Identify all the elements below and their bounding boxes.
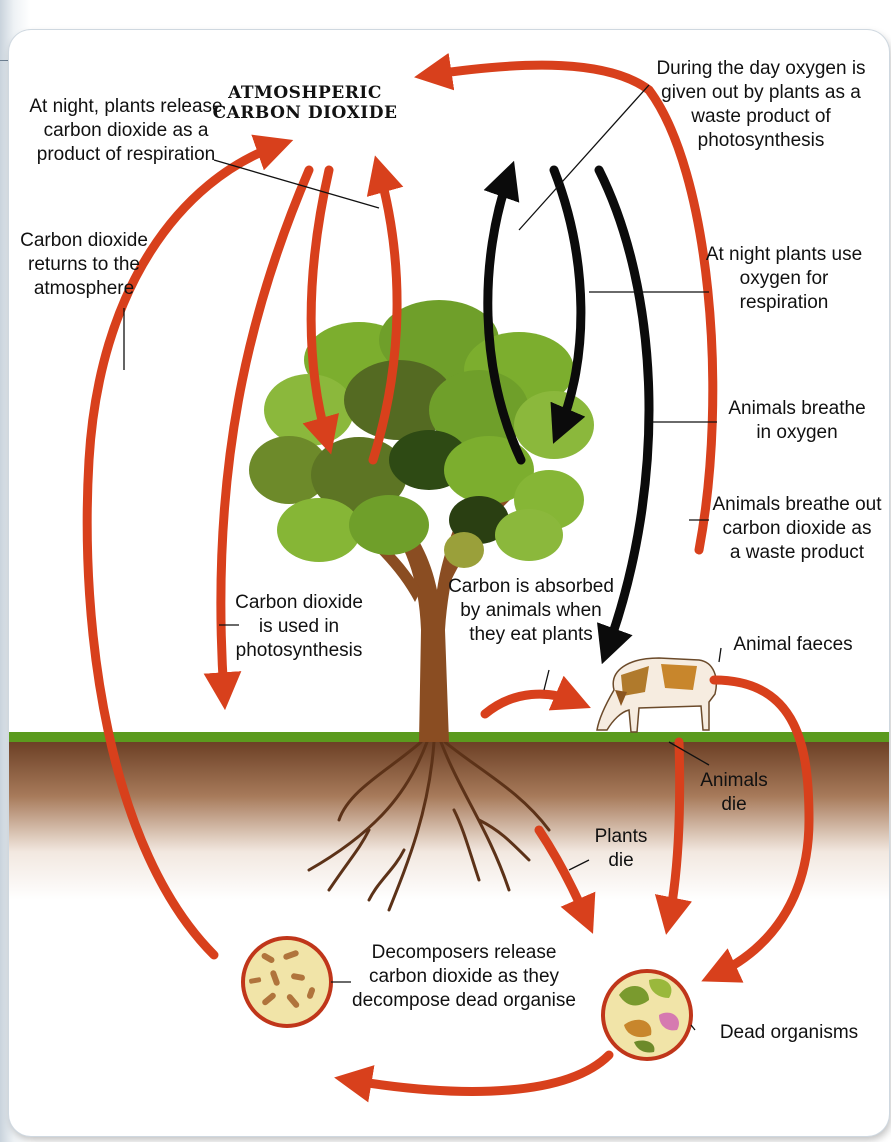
svg-text:Animals breathe: Animals breathe [728, 398, 865, 419]
cow-illustration [597, 658, 716, 732]
decomposers-circle [243, 938, 331, 1026]
svg-text:Carbon dioxide: Carbon dioxide [235, 592, 363, 613]
svg-text:a waste product: a waste product [730, 542, 865, 563]
tree-foliage [249, 300, 594, 568]
svg-text:given out by plants as a: given out by plants as a [661, 82, 861, 103]
label-night-release: At night, plants release carbon dioxide … [29, 96, 222, 165]
svg-text:At night plants use: At night plants use [706, 244, 862, 265]
svg-text:carbon dioxide as a: carbon dioxide as a [44, 120, 209, 141]
label-co2-used: Carbon dioxide is used in photosynthesis [235, 592, 363, 661]
svg-text:they eat plants: they eat plants [469, 624, 593, 645]
svg-text:Carbon is absorbed: Carbon is absorbed [448, 576, 614, 597]
label-breathe-out: Animals breathe out carbon dioxide as a … [713, 494, 883, 563]
svg-text:die: die [721, 794, 746, 815]
svg-text:At night, plants release: At night, plants release [29, 96, 222, 117]
title-line-1: ATMOSHPERIC [227, 83, 382, 103]
svg-text:Plants: Plants [595, 826, 648, 847]
label-animal-faeces: Animal faeces [733, 634, 852, 655]
svg-text:photosynthesis: photosynthesis [236, 640, 363, 661]
svg-text:carbon dioxide as: carbon dioxide as [723, 518, 872, 539]
label-co2-returns: Carbon dioxide returns to the atmosphere [20, 230, 148, 299]
svg-text:die: die [608, 850, 633, 871]
svg-text:oxygen for: oxygen for [740, 268, 829, 289]
arrow-carbon-to-animal [485, 694, 577, 714]
grass-line [9, 732, 889, 742]
svg-text:During the day oxygen is: During the day oxygen is [656, 58, 865, 79]
dead-organisms-circle [603, 971, 691, 1059]
svg-text:in oxygen: in oxygen [756, 422, 837, 443]
svg-text:Dead organisms: Dead organisms [720, 1022, 858, 1043]
label-breathe-in: Animals breathe in oxygen [728, 398, 865, 443]
svg-text:photosynthesis: photosynthesis [698, 130, 825, 151]
svg-text:Decomposers release: Decomposers release [372, 942, 557, 963]
label-decomposers: Decomposers release carbon dioxide as th… [352, 942, 576, 1011]
svg-text:Animal faeces: Animal faeces [733, 634, 852, 655]
diagram-canvas: ATMOSHPERIC CARBON DIOXIDE At night, pla… [9, 30, 889, 1136]
svg-text:Carbon dioxide: Carbon dioxide [20, 230, 148, 251]
svg-text:carbon dioxide as they: carbon dioxide as they [369, 966, 560, 987]
svg-text:Animals: Animals [700, 770, 768, 791]
svg-text:waste product of: waste product of [690, 106, 831, 127]
label-day-oxygen: During the day oxygen is given out by pl… [656, 58, 865, 151]
svg-text:is used in: is used in [259, 616, 339, 637]
svg-text:atmosphere: atmosphere [34, 278, 134, 299]
label-dead-organisms: Dead organisms [720, 1022, 858, 1043]
svg-text:returns to the: returns to the [28, 254, 140, 275]
svg-text:respiration: respiration [740, 292, 829, 313]
label-night-oxygen: At night plants use oxygen for respirati… [706, 244, 862, 313]
title-line-2: CARBON DIOXIDE [213, 103, 398, 123]
svg-text:product of respiration: product of respiration [37, 144, 216, 165]
label-carbon-absorbed: Carbon is absorbed by animals when they … [448, 576, 614, 645]
carbon-cycle-diagram: ATMOSHPERIC CARBON DIOXIDE At night, pla… [9, 30, 889, 1136]
arrow-dead-to-decomposers [349, 1055, 609, 1091]
svg-text:by animals when: by animals when [460, 600, 602, 621]
svg-text:decompose dead organise: decompose dead organise [352, 990, 576, 1011]
svg-text:Animals breathe out: Animals breathe out [713, 494, 883, 515]
